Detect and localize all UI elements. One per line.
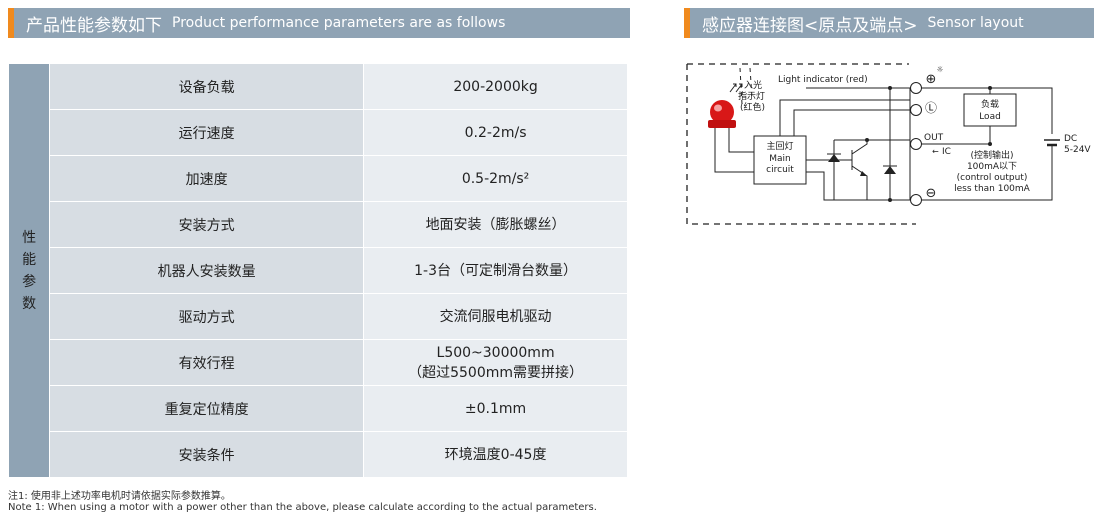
terminal-l-label: Ⓛ: [925, 101, 937, 115]
param-label: 重复定位精度: [49, 385, 365, 432]
param-label: 运行速度: [49, 109, 365, 156]
param-value-line: 交流伺服电机驱动: [439, 308, 552, 325]
table-row: 机器人安装数量 1-3台（可定制滑台数量）: [9, 247, 628, 294]
param-label: 设备负载: [49, 63, 365, 110]
section-header-sensor: 感应器连接图<原点及端点> Sensor layout: [684, 8, 1094, 38]
section-header-performance: 产品性能参数如下 Product performance parameters …: [8, 8, 630, 38]
control-output-label-2: 100mA以下: [967, 162, 1017, 172]
load-label-en: Load: [979, 112, 1001, 122]
side-label-char: 能: [22, 251, 37, 268]
param-value-line: 0.2-2m/s: [464, 124, 527, 141]
param-value: L500~30000mm （超过5500mm需要拼接）: [363, 339, 628, 386]
param-value-line: 0.5-2m/s²: [461, 170, 530, 187]
control-output-label-1: (控制输出): [970, 149, 1013, 161]
param-value-line: 200-2000kg: [453, 78, 538, 95]
sensor-housing-outline: [686, 64, 916, 225]
table-row: 有效行程 L500~30000mm （超过5500mm需要拼接）: [9, 339, 628, 386]
param-label: 安装方式: [49, 201, 365, 248]
zener-diode-left-icon: [827, 140, 841, 200]
control-output-label-3: (control output): [957, 173, 1028, 183]
main-circuit-label-1: 主回灯: [766, 140, 793, 152]
light-arrows-icon: [729, 83, 743, 93]
param-value: 环境温度0-45度: [363, 431, 628, 478]
table-row: 运行速度 0.2-2m/s: [9, 109, 628, 156]
side-label-char: 性: [22, 229, 37, 246]
dc-voltage-label: 5-24V: [1064, 145, 1091, 155]
table-side-label: 性能参数: [7, 63, 51, 478]
terminal-minus: ⊖: [910, 186, 937, 206]
main-circuit-label-3: circuit: [766, 165, 794, 175]
ic-arrow-icon: ←: [932, 147, 939, 156]
terminal-plus-label: ⊕: [926, 72, 937, 87]
ic-label: IC: [942, 147, 951, 157]
dc-label: DC: [1064, 134, 1077, 144]
param-value: 交流伺服电机驱动: [363, 293, 628, 340]
param-value: 200-2000kg: [363, 63, 628, 110]
transistor-icon: [844, 140, 868, 200]
terminal-l: Ⓛ: [910, 101, 937, 116]
param-label: 驱动方式: [49, 293, 365, 340]
zener-diode-right-icon: [883, 140, 897, 200]
param-value-line: 地面安装（膨胀螺丝）: [425, 216, 566, 233]
table-row: 驱动方式 交流伺服电机驱动: [9, 293, 628, 340]
incoming-light-label-1: 入光: [744, 79, 762, 91]
header-en: Product performance parameters are as fo…: [172, 15, 506, 31]
header-cn: 产品性能参数如下: [26, 15, 162, 36]
param-label: 有效行程: [49, 339, 365, 386]
side-label-char: 数: [22, 295, 37, 312]
param-label: 安装条件: [49, 431, 365, 478]
terminal-minus-label: ⊖: [926, 186, 937, 201]
out-label: OUT: [924, 133, 944, 143]
footnote-en: Note 1: When using a motor with a power …: [8, 502, 597, 513]
param-value-line: 1-3台（可定制滑台数量）: [414, 262, 577, 279]
terminal-plus: ⊕ ☼: [910, 65, 944, 94]
table-row: 重复定位精度 ±0.1mm: [9, 385, 628, 432]
sensor-wiring-diagram: 入光 指示灯 (红色) 主回灯 Main circuit Light indic…: [686, 63, 1091, 225]
load-label-cn: 负载: [981, 98, 999, 110]
red-indicator-lamp-icon: [708, 100, 736, 134]
param-value-line: L500~30000mm: [436, 344, 555, 361]
dc-battery-icon: [1044, 139, 1060, 147]
terminal-out: OUT ← IC: [910, 133, 951, 157]
param-value: ±0.1mm: [363, 385, 628, 432]
table-row: 安装方式 地面安装（膨胀螺丝）: [9, 201, 628, 248]
param-value: 0.5-2m/s²: [363, 155, 628, 202]
table-row: 加速度 0.5-2m/s²: [9, 155, 628, 202]
side-label-char: 参: [22, 273, 37, 290]
param-value-line: 环境温度0-45度: [444, 446, 547, 463]
sun-mark-icon: ☼: [936, 65, 943, 74]
header-en: Sensor layout: [927, 15, 1024, 31]
footnote-cn: 注1: 使用非上述功率电机时请依据实际参数推算。: [8, 491, 231, 502]
param-value-line: ±0.1mm: [464, 400, 527, 417]
param-value-line: （超过5500mm需要拼接）: [408, 364, 584, 381]
param-value: 1-3台（可定制滑台数量）: [363, 247, 628, 294]
param-value: 地面安装（膨胀螺丝）: [363, 201, 628, 248]
param-label: 机器人安装数量: [49, 247, 365, 294]
light-indicator-label: Light indicator (red): [778, 75, 868, 85]
param-label: 加速度: [49, 155, 365, 202]
control-output-label-4: less than 100mA: [954, 184, 1031, 194]
table-row: 安装条件 环境温度0-45度: [9, 431, 628, 478]
main-circuit-label-2: Main: [769, 154, 791, 164]
incoming-light-label-2: 指示灯: [738, 90, 765, 102]
param-value: 0.2-2m/s: [363, 109, 628, 156]
header-cn: 感应器连接图<原点及端点>: [702, 15, 918, 36]
main-circuit-box: [753, 135, 807, 185]
incoming-light-label-3: (红色): [740, 101, 765, 113]
